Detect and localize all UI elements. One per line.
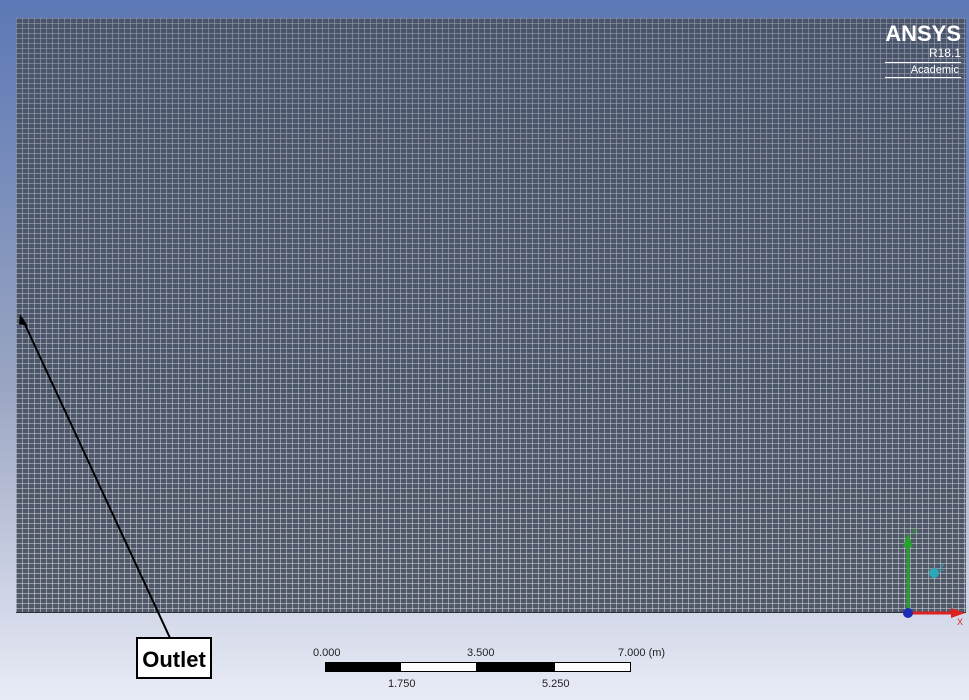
x-axis-arrowhead bbox=[951, 608, 965, 618]
z-axis-dot bbox=[929, 568, 939, 578]
logo-edition: Academic bbox=[885, 62, 961, 78]
axis-triad: Y X Z bbox=[903, 527, 965, 627]
outlet-callout-label: Outlet bbox=[136, 637, 212, 679]
y-axis-label: Y bbox=[911, 527, 917, 537]
scale-bar: 0.000 3.500 7.000 (m) 1.750 5.250 bbox=[300, 645, 665, 695]
scale-segment-4 bbox=[554, 662, 631, 672]
logo-version: R18.1 bbox=[928, 46, 961, 60]
scale-segment-3 bbox=[477, 662, 554, 672]
scale-label-1750: 1.750 bbox=[388, 678, 416, 690]
x-axis-label: X bbox=[957, 617, 963, 627]
mesh-display[interactable] bbox=[16, 18, 966, 613]
scale-label-5250: 5.250 bbox=[542, 678, 570, 690]
scale-label-0: 0.000 bbox=[313, 647, 341, 659]
y-axis-arrowhead bbox=[903, 533, 913, 547]
triad-origin bbox=[903, 608, 913, 618]
z-axis-label: Z bbox=[939, 563, 945, 573]
scale-label-7000: 7.000 (m) bbox=[618, 647, 666, 659]
scale-segment-1 bbox=[325, 662, 400, 672]
scale-label-3500: 3.500 bbox=[467, 647, 495, 659]
logo-brand: ANSYS bbox=[885, 21, 961, 46]
scale-segment-2 bbox=[400, 662, 477, 672]
ansys-logo: ANSYS R18.1 Academic bbox=[885, 22, 961, 78]
